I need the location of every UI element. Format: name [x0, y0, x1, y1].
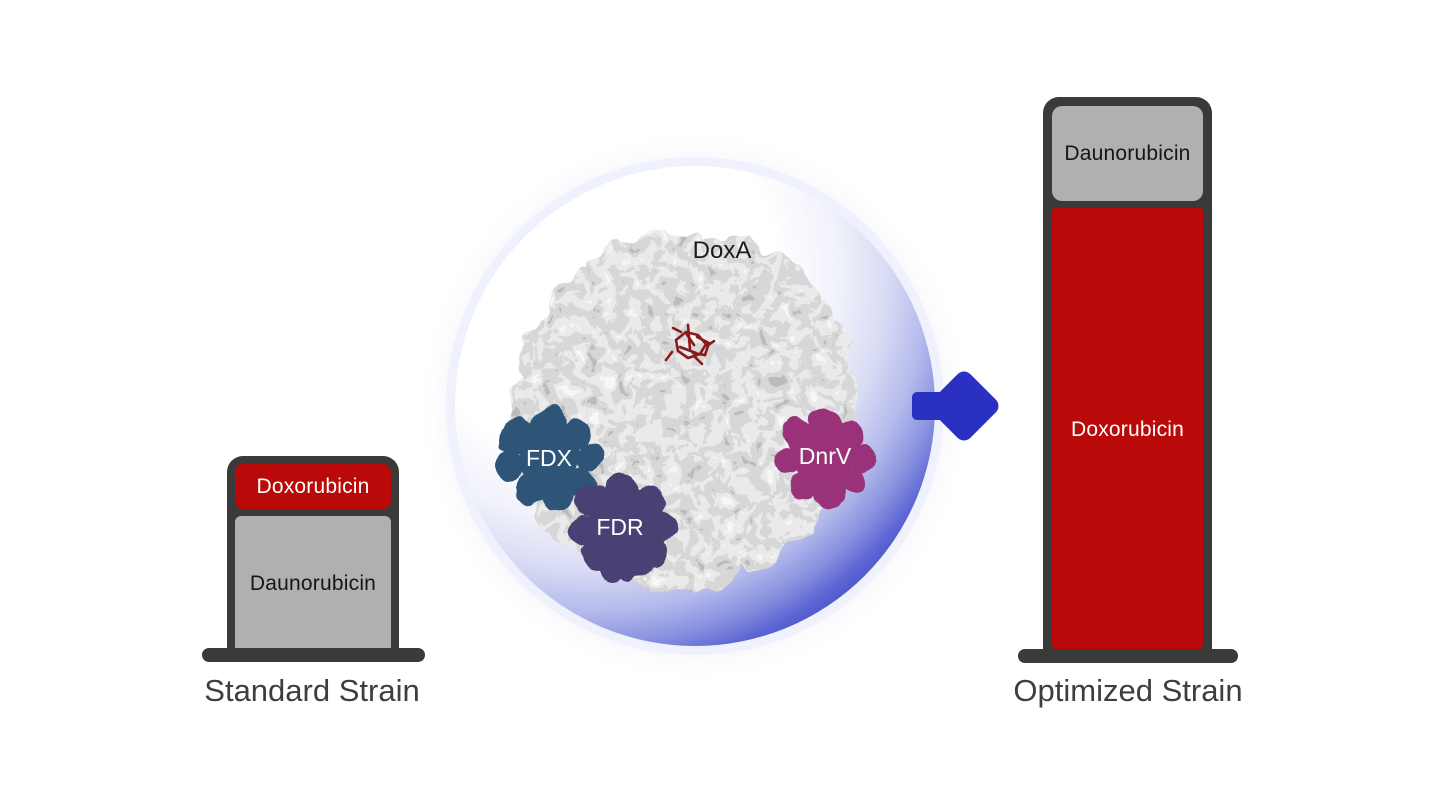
enzyme-complex-graphic: DoxA FDX FDR DnrV: [495, 229, 875, 593]
optimized-doxorubicin-segment: Doxorubicin: [1052, 208, 1203, 650]
optimized-daunorubicin-label: Daunorubicin: [1064, 141, 1191, 165]
doxa-protein-structure: [510, 229, 859, 593]
fdx-label: FDX: [526, 445, 572, 471]
standard-daunorubicin-label: Daunorubicin: [249, 571, 377, 595]
standard-strain-caption: Standard Strain: [204, 673, 420, 708]
optimized-doxorubicin-label: Doxorubicin: [1070, 418, 1185, 441]
optimized-daunorubicin-segment: Daunorubicin: [1052, 106, 1203, 201]
fdr-label: FDR: [596, 514, 643, 540]
doxorubicin-ligand-icon: [664, 323, 716, 366]
dnrv-enzyme-blob: [774, 407, 875, 508]
optimized-strain-base: [1018, 649, 1238, 663]
optimized-strain-bar: Daunorubicin Doxorubicin: [1043, 97, 1212, 659]
standard-daunorubicin-segment: Daunorubicin: [235, 516, 391, 651]
standard-doxorubicin-segment: Doxorubicin: [235, 464, 391, 509]
fdr-enzyme-blob: [567, 473, 677, 583]
standard-strain-base: [202, 648, 425, 662]
optimized-strain-caption: Optimized Strain: [1013, 673, 1243, 708]
standard-strain-bar: Doxorubicin Daunorubicin: [227, 456, 399, 659]
doxa-label: DoxA: [693, 237, 752, 264]
dnrv-label: DnrV: [799, 443, 852, 469]
fdx-enzyme-blob: [495, 406, 604, 512]
standard-doxorubicin-label: Doxorubicin: [256, 474, 370, 498]
